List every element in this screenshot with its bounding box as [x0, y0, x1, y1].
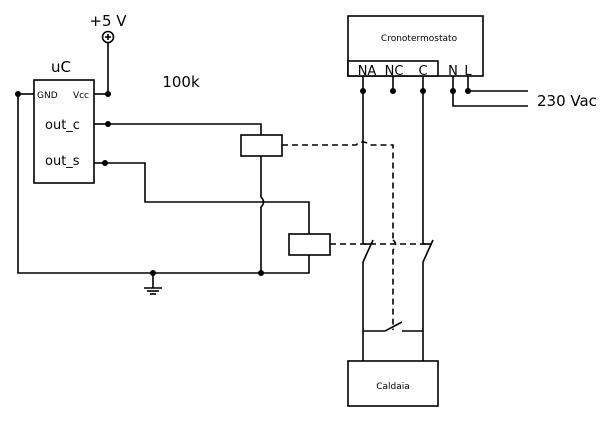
pin-vcc: Vcc	[73, 91, 89, 101]
mains-label: 230 Vac	[537, 92, 597, 110]
relay-1-return-wire	[260, 156, 265, 273]
terminal-c: C	[418, 64, 427, 79]
thermostat-title: Cronotermostato	[381, 34, 458, 44]
relay-coil-1	[240, 134, 283, 157]
boiler-box	[347, 360, 439, 407]
pin-gnd: GND	[37, 91, 58, 101]
relay-1-link	[282, 141, 394, 240]
pin-out-s: out_s	[45, 154, 80, 169]
relay-2-switch-na	[362, 239, 374, 263]
ground-icon	[144, 273, 162, 295]
mains-n-wire	[452, 76, 528, 107]
junction-dot	[105, 91, 111, 97]
relay-2-switch-c	[422, 239, 434, 263]
out-s-wire	[105, 162, 310, 234]
boiler-label: Caldaia	[376, 382, 410, 392]
supply-terminal-icon	[101, 30, 115, 44]
mains-l-wire	[467, 76, 528, 92]
out-c-wire	[108, 123, 262, 135]
terminal-nc: NC	[385, 64, 404, 79]
relay-1-link-lower	[392, 239, 397, 330]
microcontroller-box	[33, 79, 95, 184]
terminal-l: L	[464, 64, 472, 79]
supply-label: +5 V	[89, 12, 127, 30]
ground-bus	[17, 94, 261, 274]
junction-dot	[15, 91, 21, 97]
uc-title: uC	[51, 58, 71, 76]
resistor-label: 100k	[162, 73, 200, 91]
terminal-na: NA	[358, 64, 377, 79]
relay-1-switch	[384, 321, 403, 332]
pin-out-c: out_c	[45, 118, 80, 133]
terminal-n: N	[448, 64, 458, 79]
relay-2-return-wire	[261, 255, 310, 274]
relay-coil-2	[288, 233, 331, 256]
